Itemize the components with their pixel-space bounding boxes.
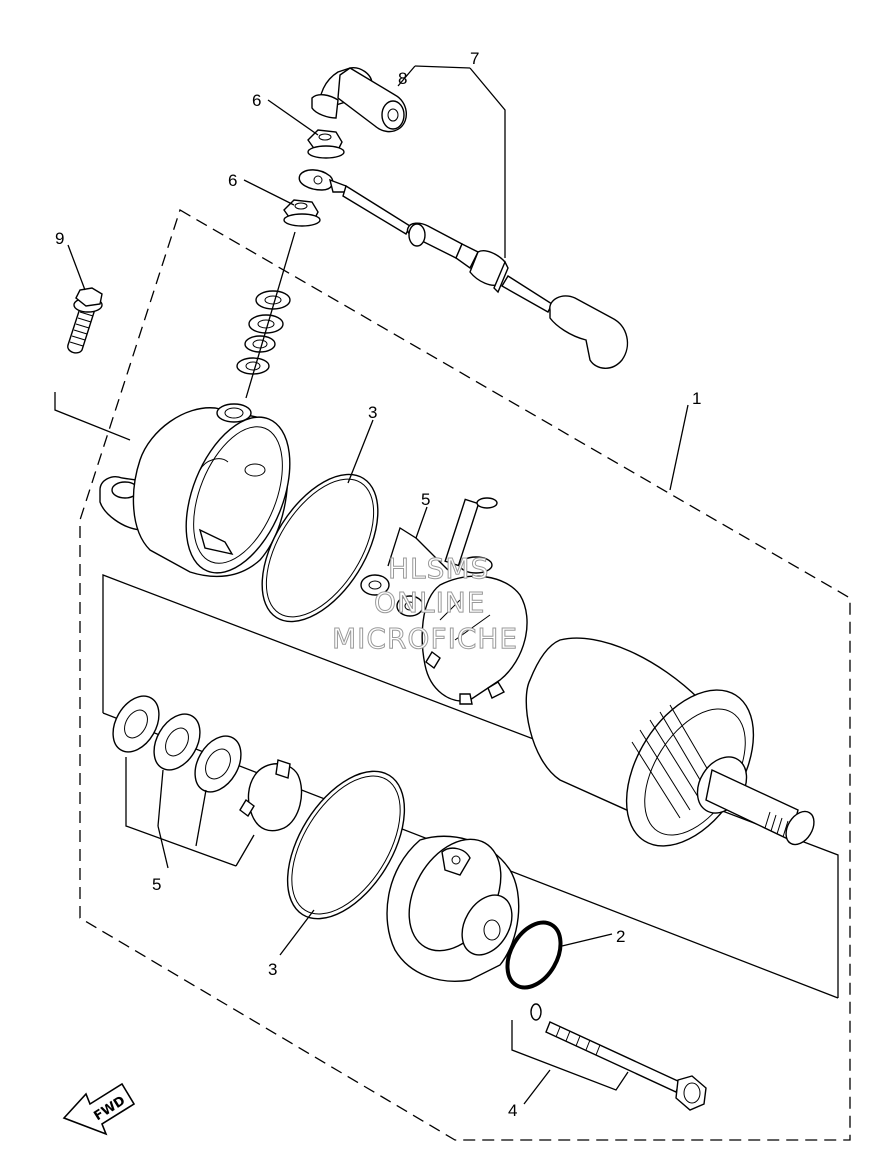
armature-yoke	[525, 637, 815, 847]
callout-5-upper: 5	[421, 490, 430, 509]
callout-6-upper: 6	[252, 91, 261, 110]
callout-7: 7	[470, 49, 479, 68]
shim-set	[112, 695, 303, 832]
assembly-boundary	[79, 209, 851, 1141]
watermark: HLSMS ONLINE MICROFICHE	[332, 552, 518, 656]
terminal-nut-lower	[283, 199, 321, 227]
watermark-line-1: HLSMS	[388, 552, 489, 585]
callout-8: 8	[398, 69, 407, 88]
watermark-line-2: ONLINE	[374, 586, 485, 619]
subassembly-bracket	[102, 574, 839, 998]
rear-cover	[386, 835, 520, 982]
watermark-line-3: MICROFICHE	[332, 622, 518, 655]
terminal-nut-upper	[307, 129, 345, 159]
o-ring-upper	[261, 473, 379, 623]
front-cover-housing	[99, 403, 291, 578]
through-bolt	[530, 1003, 707, 1111]
brush-holder-plate	[360, 497, 528, 705]
callout-1: 1	[692, 389, 701, 408]
o-ring-small	[505, 920, 563, 990]
callout-3-lower: 3	[268, 960, 277, 979]
mounting-bolt	[67, 287, 103, 354]
armature-shaft	[705, 768, 799, 841]
callout-6-lower: 6	[228, 171, 237, 190]
callout-3-upper: 3	[368, 403, 377, 422]
callout-4: 4	[508, 1101, 517, 1120]
starter-cable-lead	[298, 67, 629, 369]
o-ring-lower	[286, 770, 406, 920]
callout-9: 9	[55, 229, 64, 248]
leader-lines	[54, 65, 689, 1105]
terminal-washer-stack	[236, 290, 291, 375]
callout-5-lower: 5	[152, 875, 161, 894]
cable-boot-lower	[549, 295, 629, 369]
forward-direction-arrow-icon: FWD	[62, 1082, 136, 1136]
callout-2: 2	[616, 927, 625, 946]
lock-washer	[247, 763, 303, 832]
